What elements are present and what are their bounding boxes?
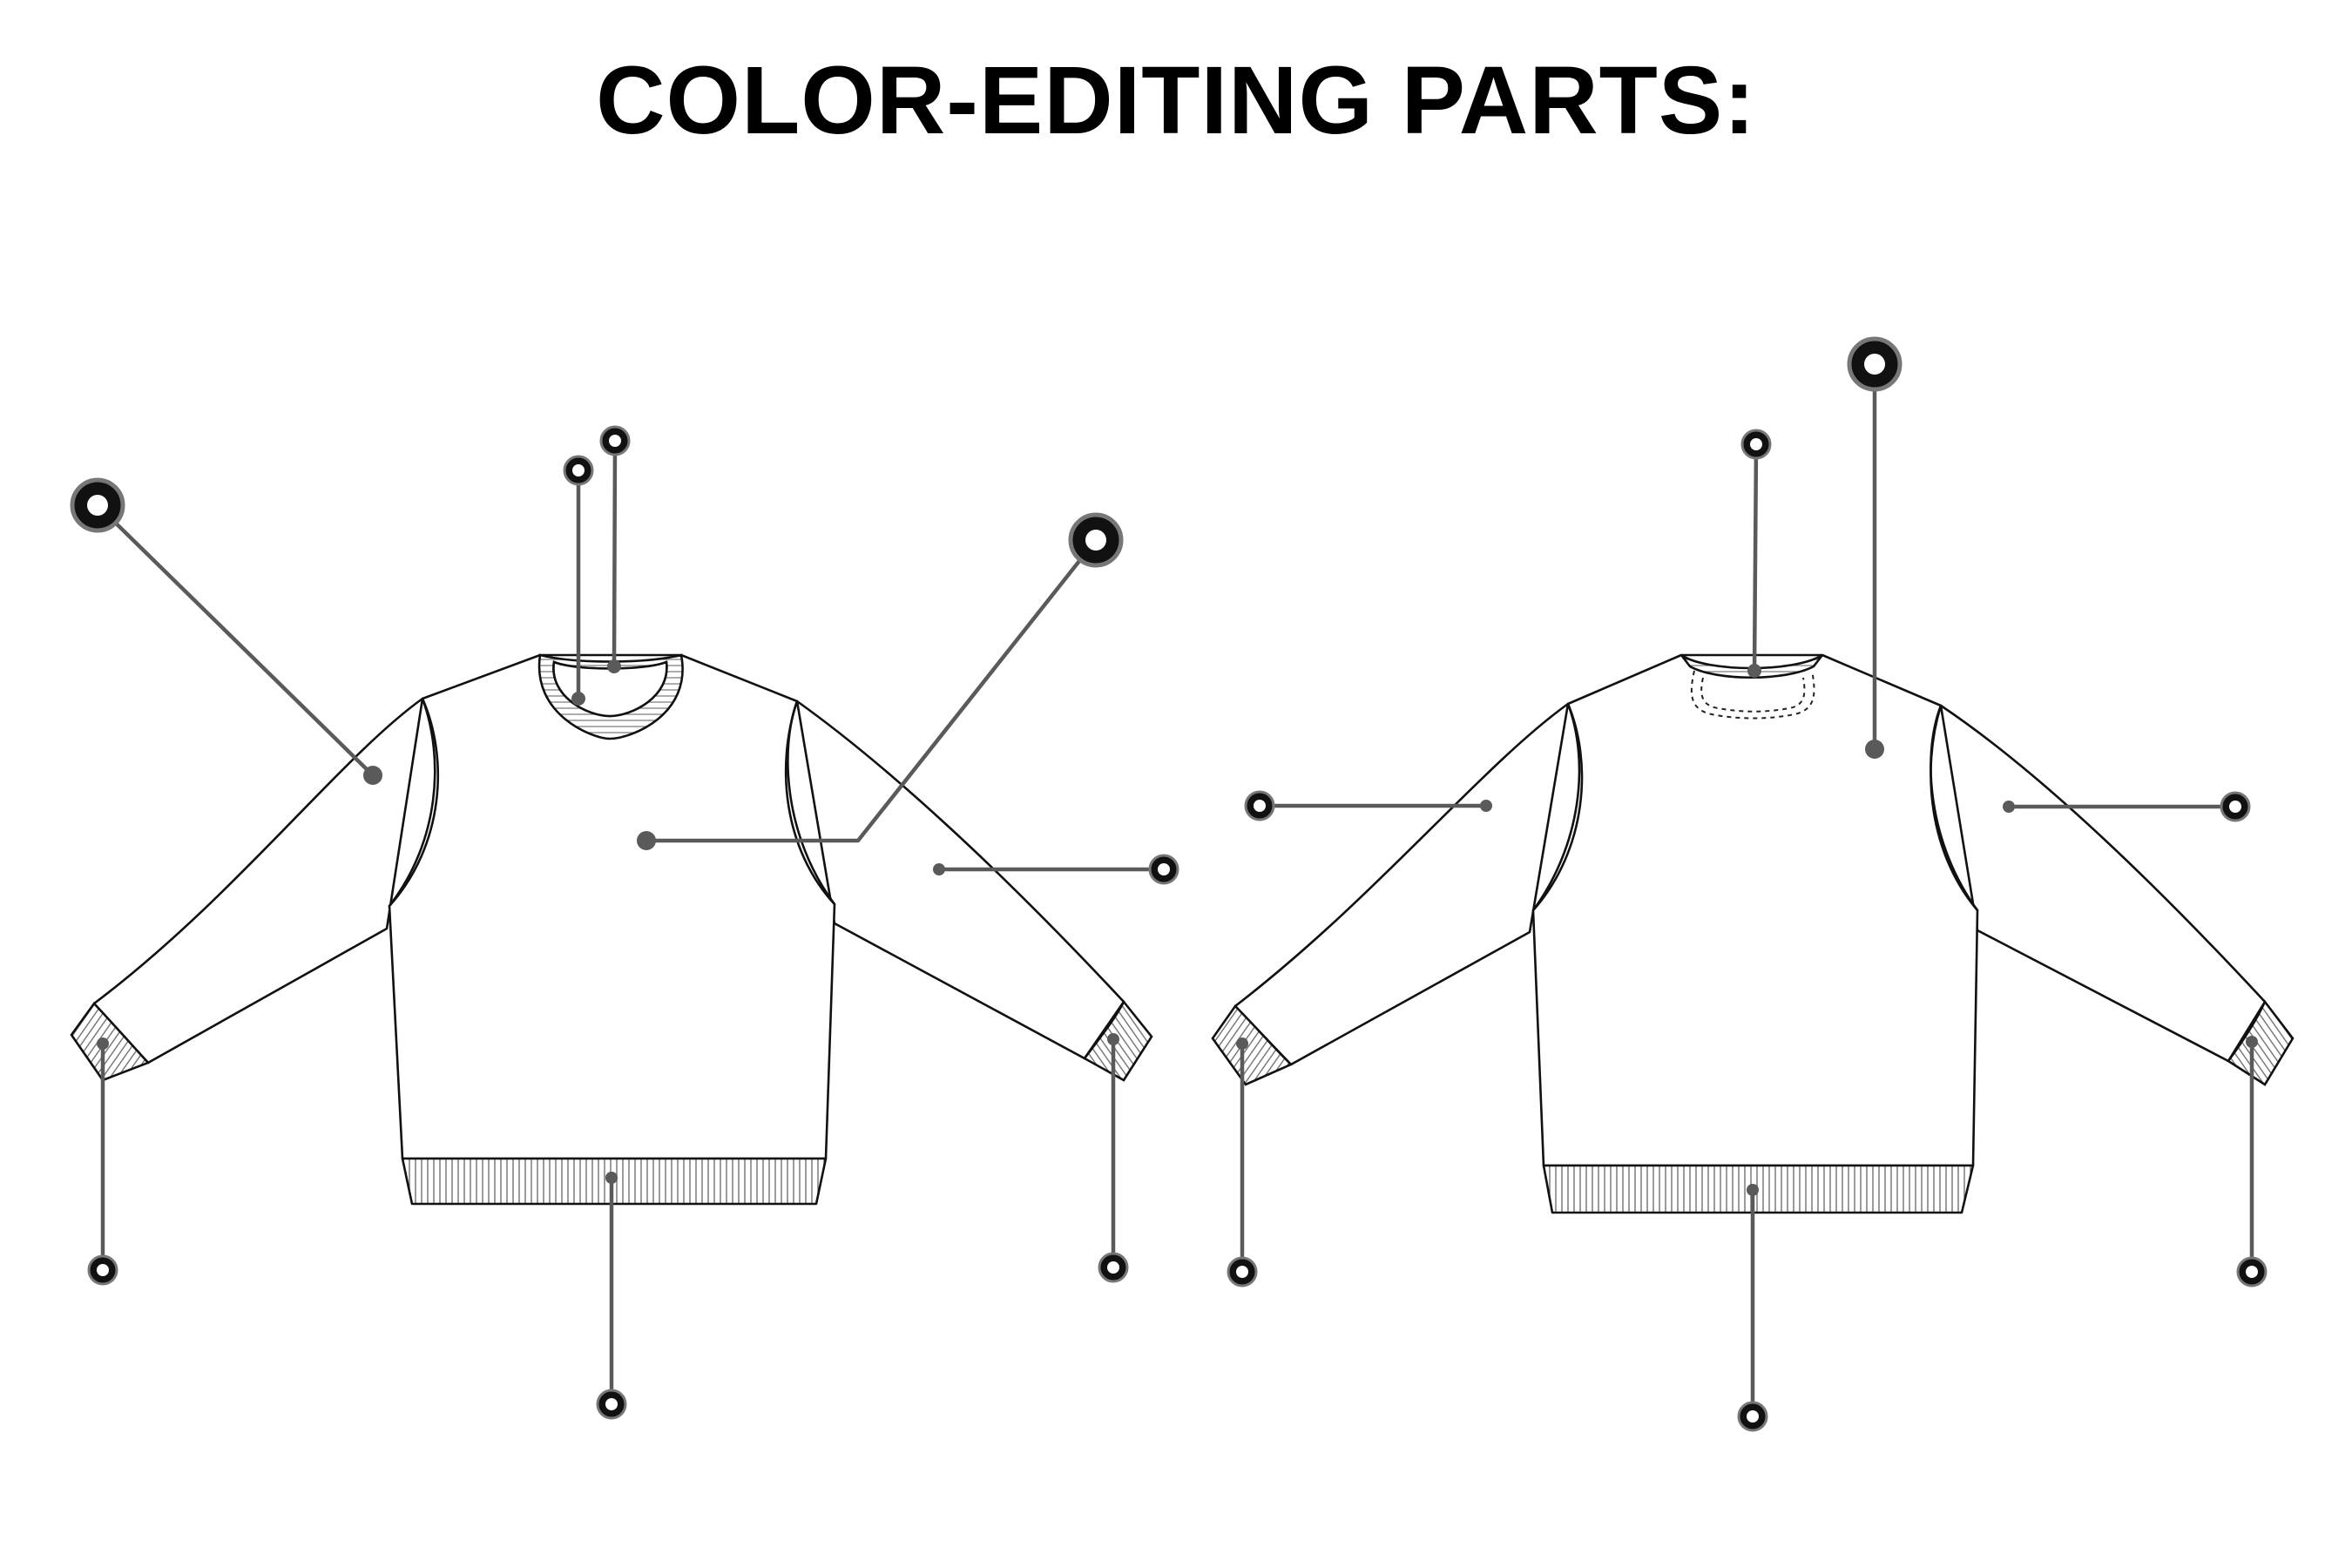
- front-right-sleeve-shape[interactable]: [795, 700, 1125, 1060]
- back-right-armhole-seam: [1930, 704, 1979, 912]
- back-handles: [1227, 336, 2268, 1432]
- front-right-armhole-seam: [784, 700, 836, 906]
- front-left-cuff-handle[interactable]: [87, 1254, 118, 1286]
- back-view: [1211, 653, 2295, 1214]
- back-right-cuff-handle[interactable]: [2236, 1256, 2268, 1288]
- back-left-sleeve-handle[interactable]: [1244, 790, 1275, 821]
- back-left-cuff-shape[interactable]: [1211, 1004, 1294, 1086]
- back-neck-rib-shape[interactable]: [1680, 653, 1824, 679]
- front-handles: [70, 425, 1179, 1420]
- back-right-sleeve-handle[interactable]: [2220, 791, 2251, 822]
- front-left-armhole-seam: [388, 697, 439, 908]
- front-body-handle[interactable]: [1068, 512, 1124, 568]
- front-hem-handle[interactable]: [596, 1389, 627, 1420]
- front-left-sleeve-shape[interactable]: [92, 697, 424, 1064]
- front-left-sleeve-handle[interactable]: [70, 477, 125, 533]
- back-leaders: [1236, 362, 2258, 1419]
- front-leaders: [95, 438, 1166, 1407]
- page-title: COLOR-EDITING PARTS:: [596, 47, 1756, 154]
- back-body-shape[interactable]: [1531, 653, 1979, 1167]
- front-right-sleeve-handle[interactable]: [1148, 854, 1179, 885]
- front-neck-inner-handle[interactable]: [563, 455, 594, 486]
- back-right-sleeve-shape[interactable]: [1939, 704, 2267, 1063]
- front-neck-outer-handle[interactable]: [599, 425, 631, 456]
- back-left-cuff-handle[interactable]: [1227, 1256, 1258, 1288]
- back-neck-label-stitch: [1690, 670, 1815, 720]
- back-body-handle[interactable]: [1847, 336, 1903, 392]
- front-view: [70, 653, 1153, 1206]
- back-neck-handle[interactable]: [1740, 429, 1772, 460]
- front-right-cuff-handle[interactable]: [1098, 1252, 1129, 1283]
- back-left-armhole-seam: [1531, 702, 1584, 912]
- front-left-cuff-shape[interactable]: [70, 1001, 151, 1082]
- back-hem-handle[interactable]: [1737, 1401, 1768, 1432]
- back-left-sleeve-shape[interactable]: [1233, 702, 1570, 1066]
